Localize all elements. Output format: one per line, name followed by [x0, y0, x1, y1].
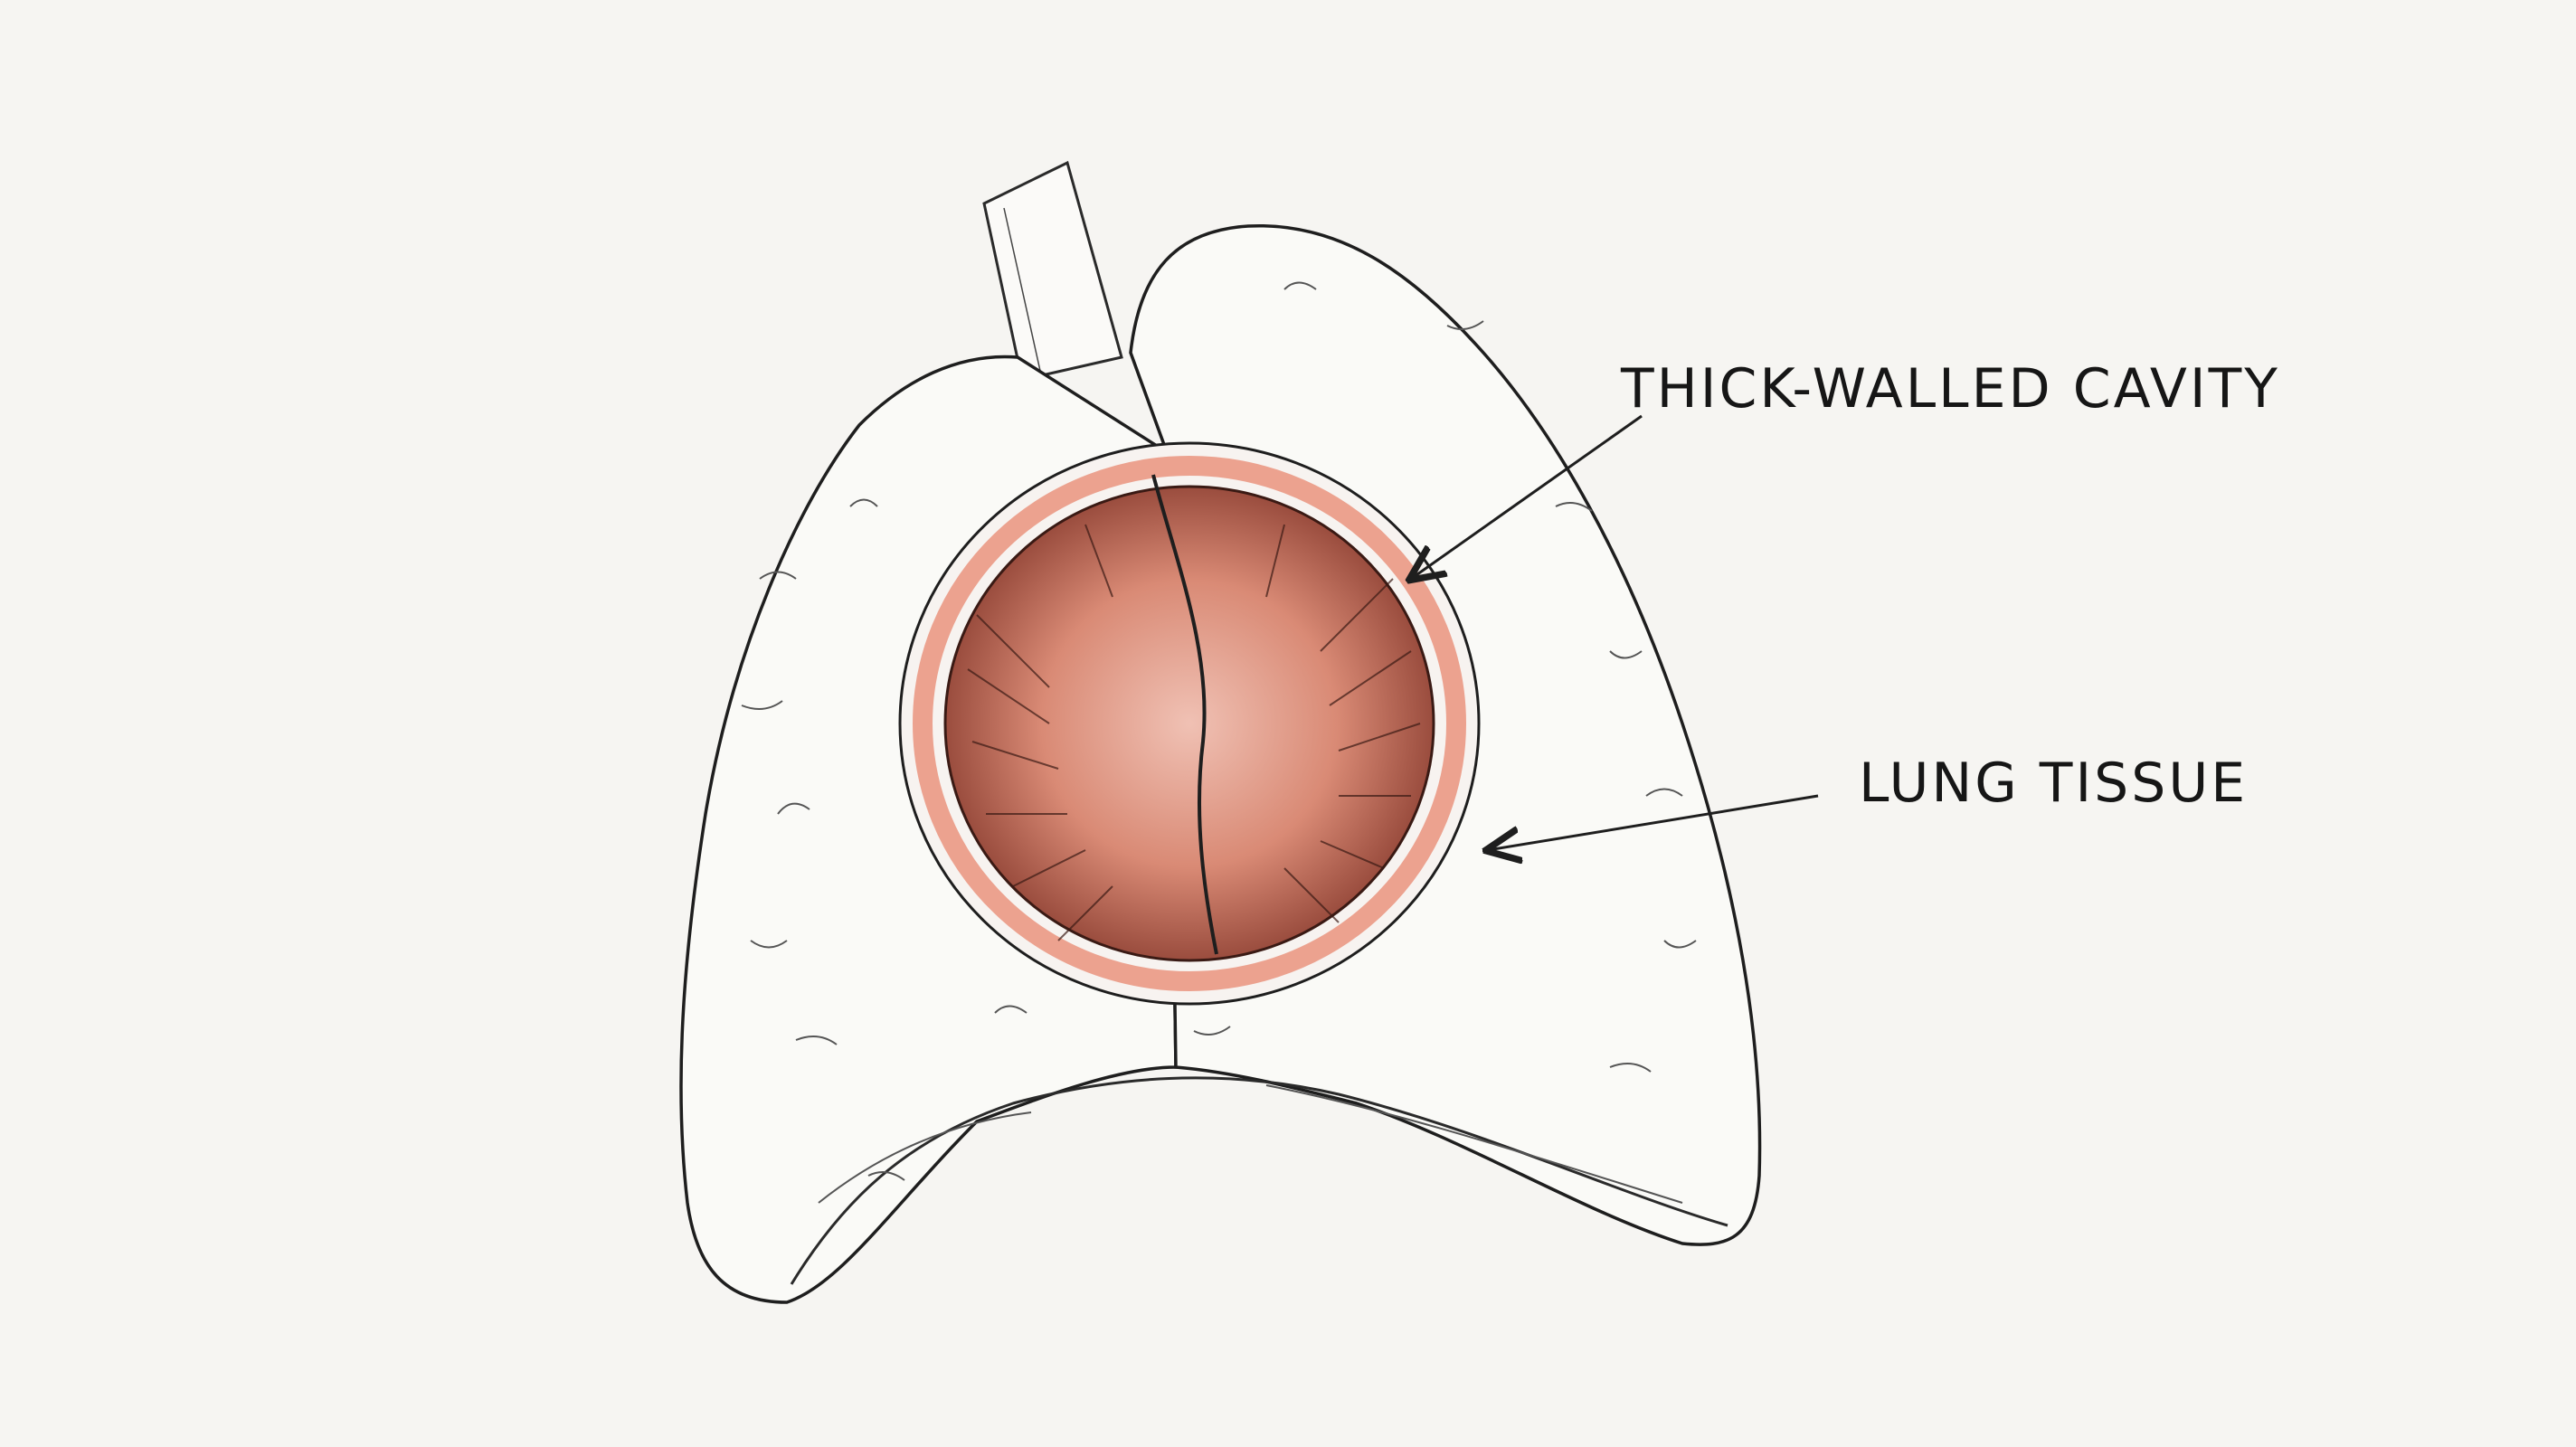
cavity-wall: [913, 456, 1466, 991]
cavity-label: THICK-WALLED CAVITY: [1621, 357, 2280, 421]
tissue-texture: [741, 281, 1697, 1181]
cavity-interior: [943, 485, 1435, 962]
lung-tissue-label: LUNG TISSUE: [1859, 752, 2249, 815]
trachea: [982, 160, 1123, 382]
cavity-striations: [967, 524, 1421, 941]
cavity-septum: [1151, 474, 1218, 955]
cavity-leader-line: [1411, 414, 1643, 579]
tissue-leader-line: [1488, 794, 1819, 850]
